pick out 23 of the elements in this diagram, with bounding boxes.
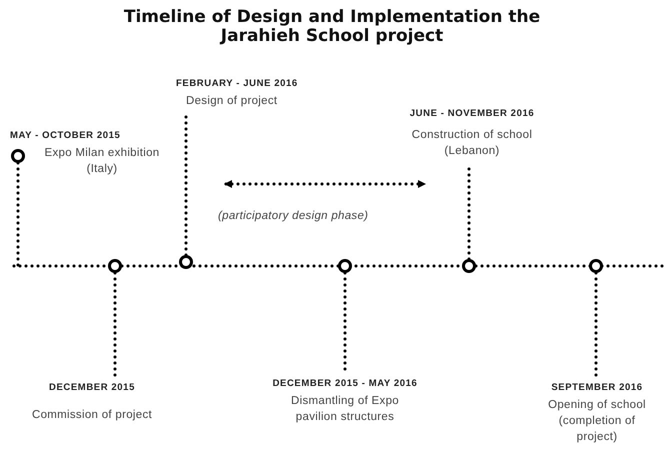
event-description: Construction of school (Lebanon) bbox=[410, 128, 534, 159]
timeline-marker bbox=[338, 259, 352, 273]
timeline-marker bbox=[589, 259, 603, 273]
title: Timeline of Design and Implementation the Jarahieh School project bbox=[122, 8, 542, 46]
leader-line bbox=[16, 162, 20, 268]
event-description: Expo Milan exhibition (Italy) bbox=[44, 146, 160, 177]
date-heading: JUNE - NOVEMBER 2016 bbox=[408, 108, 536, 119]
date-heading: SEPTEMBER 2016 bbox=[550, 382, 644, 393]
phase-label: (participatory design phase) bbox=[218, 210, 368, 222]
timeline-marker bbox=[179, 255, 193, 269]
event-description: Opening of school (completion of project) bbox=[547, 398, 647, 445]
event-description: Commission of project bbox=[30, 408, 154, 423]
event-description: Dismantling of Expo pavilion structures bbox=[290, 394, 400, 425]
timeline-marker bbox=[462, 259, 476, 273]
date-heading: FEBRUARY - JUNE 2016 bbox=[176, 78, 299, 89]
date-heading: DECEMBER 2015 bbox=[48, 382, 136, 393]
date-heading: MAY - OCTOBER 2015 bbox=[10, 130, 122, 141]
event-description: Design of project bbox=[186, 94, 278, 109]
date-heading: DECEMBER 2015 - MAY 2016 bbox=[272, 378, 418, 389]
leader-line bbox=[114, 272, 116, 380]
timeline-marker bbox=[11, 149, 25, 163]
timeline-marker bbox=[108, 259, 122, 273]
leader-line bbox=[594, 272, 598, 380]
